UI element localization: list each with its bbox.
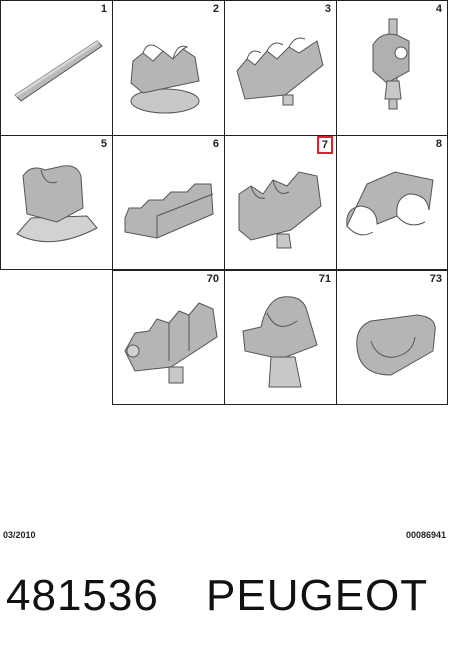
part-number: 70 — [206, 273, 219, 285]
part-number: 3 — [324, 3, 331, 15]
multi-clip-illustration — [124, 302, 218, 384]
suction-clip-illustration — [16, 165, 98, 243]
part-cell-7[interactable]: 7 — [224, 135, 336, 270]
brand-name: PEUGEOT — [206, 571, 429, 620]
part-number: 8 — [435, 138, 442, 150]
part-cell-73[interactable]: 73 — [336, 270, 448, 405]
pin-mount-clip-illustration — [242, 296, 318, 388]
triple-clip-illustration — [236, 37, 324, 106]
part-cell-2[interactable]: 2 — [112, 0, 224, 135]
part-number: 6 — [212, 138, 219, 150]
part-cell-8[interactable]: 8 — [336, 135, 448, 270]
pin-clip-illustration — [372, 18, 410, 110]
part-number: 2 — [212, 3, 219, 15]
part-cell-4[interactable]: 4 — [336, 0, 448, 135]
part-number: 4 — [435, 3, 442, 15]
double-ring-clip-illustration — [346, 171, 434, 236]
ring-clip-illustration — [356, 314, 436, 376]
rod-clip-illustration — [14, 40, 103, 102]
part-cell-5[interactable]: 5 — [0, 135, 112, 270]
part-cell-6[interactable]: 6 — [112, 135, 224, 270]
part-cell-71[interactable]: 71 — [224, 270, 336, 405]
part-cell-3[interactable]: 3 — [224, 0, 336, 135]
part-number: 71 — [318, 273, 331, 285]
part-number: 5 — [100, 138, 107, 150]
parts-grid: 1 2 3 4 5 — [0, 0, 448, 405]
part-cell-1[interactable]: 1 — [0, 0, 112, 135]
part-reference: 481536 — [6, 571, 159, 620]
drawing-code: 00086941 — [405, 530, 446, 540]
part-number: 1 — [100, 3, 107, 15]
part-number-highlighted: 7 — [316, 136, 333, 154]
suction-base-clip-illustration — [130, 44, 200, 114]
part-cell-70[interactable]: 70 — [112, 270, 224, 405]
part-number: 73 — [429, 273, 442, 285]
double-clip-illustration — [238, 171, 322, 249]
block-clip-illustration — [124, 183, 214, 239]
drawing-date: 03/2010 — [3, 530, 36, 540]
